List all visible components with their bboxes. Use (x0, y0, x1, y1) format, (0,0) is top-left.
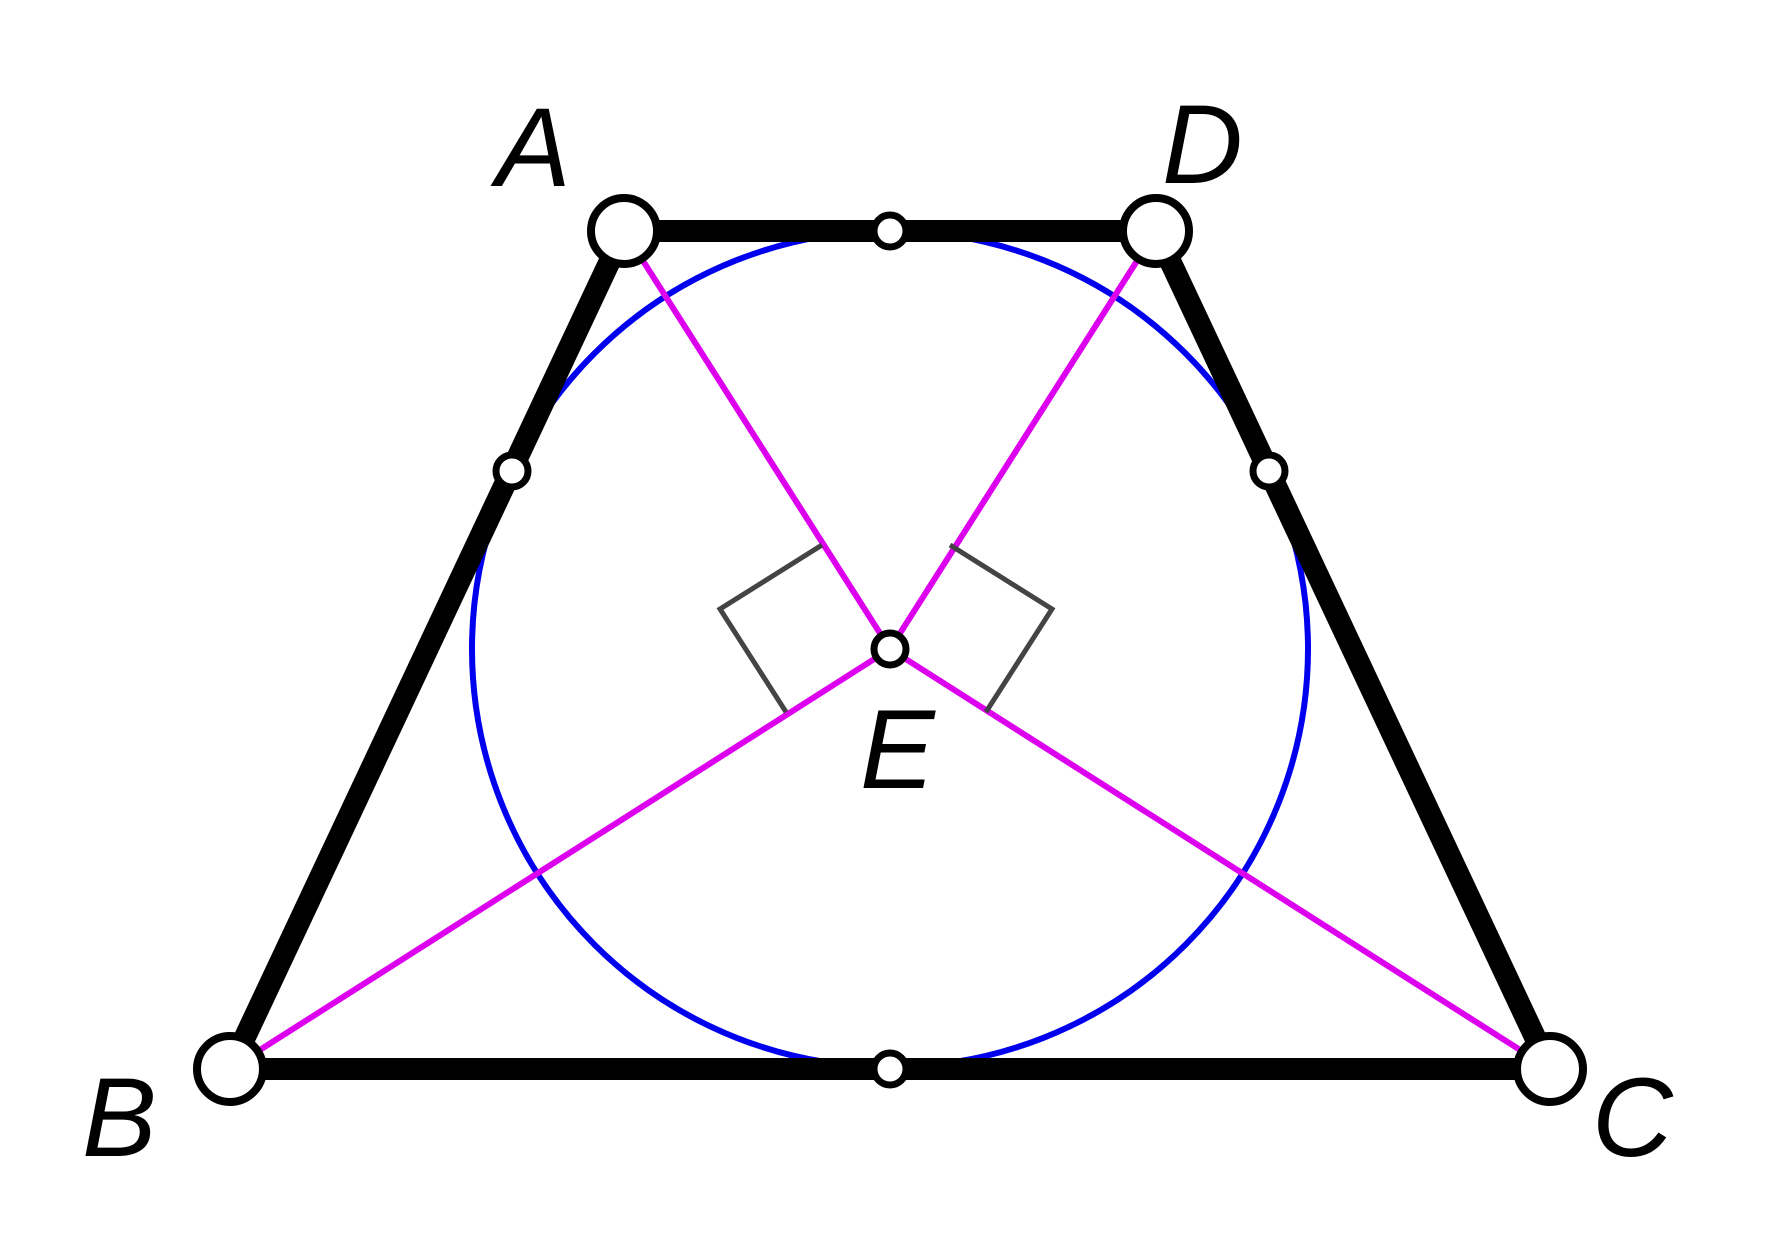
right-angle-mark-right (948, 542, 1056, 714)
tangent-point-DC (1249, 451, 1289, 491)
label-A: A (490, 85, 571, 210)
vertex-D (1119, 194, 1193, 268)
side-DC (1145, 220, 1561, 1080)
tangent-point-BC (870, 1049, 910, 1089)
label-D: D (1162, 82, 1243, 207)
bisector-D-E (887, 229, 1159, 651)
label-E: E (860, 687, 936, 812)
angle-bisectors (228, 229, 1552, 1072)
vertex-C (1513, 1032, 1587, 1106)
vertex-B (193, 1032, 267, 1106)
tangent-point-AB (492, 451, 532, 491)
label-B: B (82, 1055, 157, 1180)
tangent-point-AD (870, 211, 910, 251)
label-C: C (1592, 1055, 1674, 1180)
vertices (193, 194, 1587, 1106)
bisector-C-E (888, 646, 1552, 1072)
bisector-B-E (228, 646, 892, 1072)
right-angle-mark-left (716, 542, 824, 714)
side-AB (219, 220, 635, 1080)
point-E (870, 629, 910, 669)
tangent-points (492, 211, 1289, 1089)
bisector-A-E (621, 229, 893, 651)
vertex-A (587, 194, 661, 268)
right-angle-marks (716, 542, 1056, 714)
